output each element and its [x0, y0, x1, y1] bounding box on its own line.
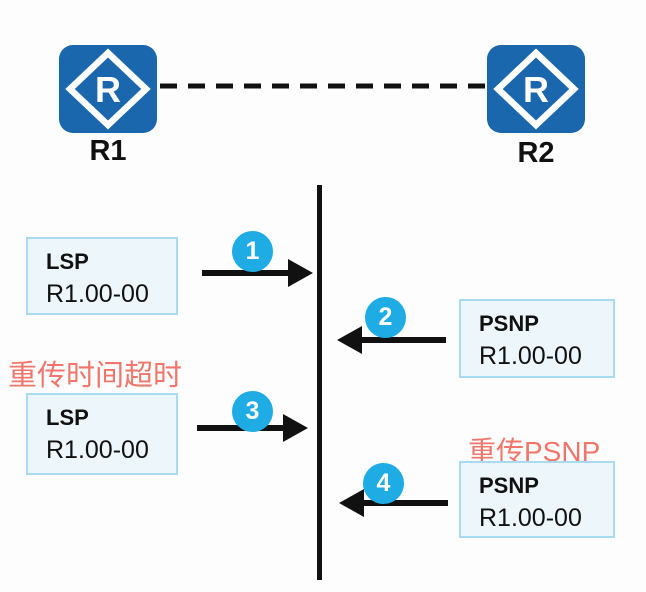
- router-diamond: [65, 48, 151, 130]
- router-body: [487, 45, 585, 133]
- message-title: PSNP: [479, 473, 539, 498]
- message-title: LSP: [46, 249, 89, 274]
- message-box-psnp-2: PSNP R1.00-00: [459, 461, 615, 538]
- message-subtitle: R1.00-00: [46, 436, 149, 464]
- router-r2-label: R2: [517, 137, 555, 169]
- dashed-link-line: [160, 83, 486, 89]
- step-badge-2: 2: [365, 297, 406, 338]
- router-glyph: R: [95, 69, 121, 110]
- router-r2-icon: R: [487, 45, 585, 133]
- annotation-retransmit-timeout: 重传时间超时: [8, 360, 183, 392]
- arrow-right-step-1: [202, 259, 313, 287]
- message-box-lsp-1: LSP R1.00-00: [26, 237, 178, 315]
- message-subtitle: R1.00-00: [479, 504, 582, 532]
- router-r1-icon: R: [59, 45, 157, 133]
- router-r1-label: R1: [89, 135, 127, 167]
- message-title: PSNP: [479, 311, 539, 336]
- step-badge-3: 3: [232, 391, 273, 432]
- message-subtitle: R1.00-00: [479, 342, 582, 370]
- arrow-left-step-4: [339, 489, 448, 517]
- step-badge-1: 1: [232, 231, 273, 272]
- message-subtitle: R1.00-00: [46, 280, 149, 308]
- timeline-bar: [317, 185, 322, 580]
- message-title: LSP: [46, 405, 89, 430]
- router-body: [59, 45, 157, 133]
- router-glyph: R: [523, 69, 549, 110]
- message-box-psnp-1: PSNP R1.00-00: [459, 299, 615, 378]
- step-badge-4: 4: [363, 463, 404, 504]
- arrow-left-step-2: [337, 326, 446, 354]
- message-box-lsp-2: LSP R1.00-00: [26, 393, 178, 475]
- router-diamond: [493, 48, 579, 130]
